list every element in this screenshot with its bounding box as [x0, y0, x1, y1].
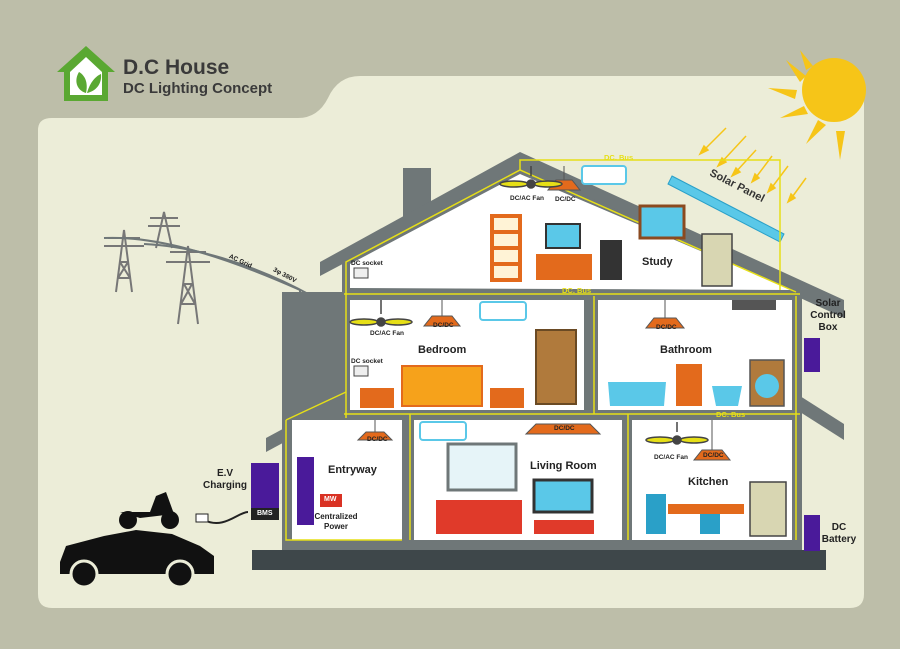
wardrobe-icon [535, 329, 577, 405]
bookshelf-shelves [494, 218, 518, 278]
room-kitchen: Kitchen [688, 476, 729, 488]
fan-attic-label: DC/AC Fan [510, 195, 544, 202]
dcdc-attic-label: DC/DC [555, 196, 576, 203]
fan-bedroom-label: DC/AC Fan [370, 330, 404, 337]
room-living: Living Room [530, 460, 597, 472]
dcdc-entry-label: DC/DC [367, 436, 388, 443]
refrigerator-kitchen [749, 481, 787, 537]
room-entryway: Entryway [328, 464, 377, 476]
page-subtitle: DC Lighting Concept [123, 80, 273, 97]
ceiling-fan-icon [349, 166, 709, 445]
dc-bus-label-bottom: DC. Bus [716, 410, 746, 419]
room-bathroom: Bathroom [660, 344, 712, 356]
three-phase-line [143, 243, 313, 460]
car-icon [60, 530, 214, 589]
drawer-icon [676, 364, 702, 406]
room-bedroom: Bedroom [418, 344, 467, 356]
bms-label: BMS [257, 510, 273, 517]
toilet-icon [712, 386, 742, 406]
chair-icon [600, 240, 622, 280]
dcdc-kitchen-label: DC/DC [703, 452, 724, 459]
washing-machine-door [755, 374, 779, 398]
tv-icon [532, 478, 594, 514]
bed-icon [401, 365, 483, 407]
dcdc-living-label: DC/DC [554, 425, 575, 432]
fan-kitchen-label: DC/AC Fan [654, 454, 688, 461]
bms-box [251, 508, 279, 520]
meanwell-logo [320, 494, 342, 507]
dining-table-icon [668, 504, 744, 514]
sun-rays [698, 127, 807, 204]
sun-icon [768, 50, 866, 160]
centralized-power-box [297, 457, 314, 525]
page-title: D.C House [123, 56, 230, 79]
dining-chair-right [700, 514, 720, 534]
sofa-icon [436, 500, 522, 534]
dc-battery-box [804, 515, 820, 551]
charger-plug-icon [203, 511, 249, 524]
nightstand-left [360, 388, 394, 408]
refrigerator-icon [701, 233, 733, 287]
tv-stand [534, 520, 594, 534]
dcdc-bedroom-label: DC/DC [433, 322, 454, 329]
room-study: Study [642, 256, 673, 268]
dc-socket-2 [353, 365, 369, 377]
power-tower-icon [104, 211, 210, 325]
painting-icon [638, 204, 686, 240]
dc-socket-2-label: DC socket [351, 358, 383, 365]
meanwell-logo-label: MW [324, 496, 337, 503]
window-icon [446, 442, 518, 492]
air-conditioner-icon [419, 165, 627, 441]
dcdc-bathroom-label: DC/DC [656, 324, 677, 331]
dc-bus-label-middle: DC. Bus [562, 286, 592, 295]
dc-socket-1-label: DC socket [351, 260, 383, 267]
computer-monitor [545, 223, 581, 249]
charger-plug-head [195, 513, 209, 523]
dining-chair-left [646, 494, 666, 534]
nightstand-right [490, 388, 524, 408]
house-leaf-logo [57, 46, 115, 101]
solar-control-box [804, 338, 820, 372]
computer-desk-icon [536, 254, 592, 280]
bathtub-icon [608, 382, 666, 406]
exhaust-fan-icon [732, 300, 776, 310]
dc-bus-label-top: DC. Bus [604, 153, 634, 162]
dc-socket-1 [353, 267, 369, 279]
scooter-icon [119, 492, 179, 529]
